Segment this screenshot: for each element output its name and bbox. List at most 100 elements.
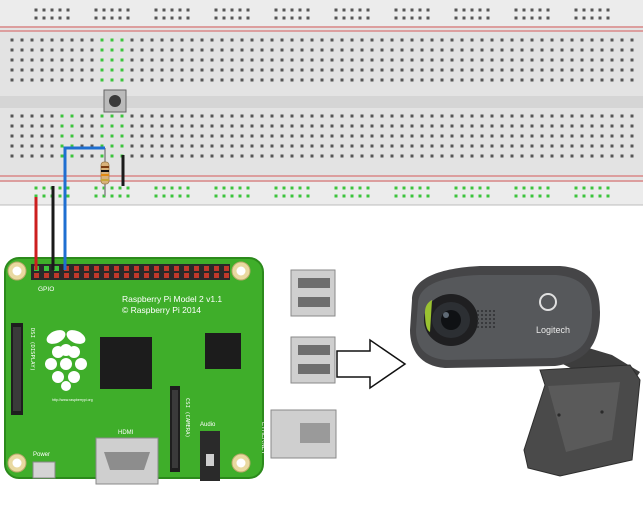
breadboard-hole xyxy=(370,124,374,128)
power-port xyxy=(32,461,56,479)
mic-hole xyxy=(485,314,487,316)
breadboard-hole xyxy=(170,134,174,138)
mic-hole xyxy=(481,314,483,316)
breadboard-hole xyxy=(10,58,14,62)
breadboard-hole xyxy=(110,114,114,118)
logo-berry xyxy=(45,358,57,370)
breadboard-hole xyxy=(320,154,324,158)
breadboard-hole xyxy=(582,186,586,190)
breadboard-hole xyxy=(540,48,544,52)
mic-hole xyxy=(489,310,491,312)
breadboard-hole xyxy=(390,78,394,82)
breadboard-hole xyxy=(606,186,610,190)
breadboard-hole xyxy=(580,124,584,128)
breadboard-hole xyxy=(330,124,334,128)
breadboard-hole xyxy=(462,194,466,198)
breadboard-hole xyxy=(90,48,94,52)
breadboard-hole xyxy=(590,124,594,128)
breadboard-hole xyxy=(210,68,214,72)
breadboard-hole xyxy=(598,194,602,198)
breadboard-hole xyxy=(94,8,98,12)
breadboard-hole xyxy=(240,58,244,62)
breadboard-hole xyxy=(590,194,594,198)
breadboard-hole xyxy=(574,16,578,20)
breadboard-hole xyxy=(478,194,482,198)
gpio-pin xyxy=(204,266,209,271)
breadboard-hole xyxy=(240,48,244,52)
breadboard-hole xyxy=(420,78,424,82)
breadboard-hole xyxy=(130,114,134,118)
breadboard-hole xyxy=(390,124,394,128)
breadboard-hole xyxy=(102,194,106,198)
breadboard-hole xyxy=(530,194,534,198)
breadboard-hole xyxy=(186,8,190,12)
resistor-band xyxy=(101,170,109,172)
breadboard-hole xyxy=(270,68,274,72)
breadboard-hole xyxy=(170,68,174,72)
breadboard-hole xyxy=(402,16,406,20)
breadboard-hole xyxy=(450,144,454,148)
breadboard-hole xyxy=(370,114,374,118)
breadboard-hole xyxy=(240,78,244,82)
breadboard-hole xyxy=(160,68,164,72)
breadboard xyxy=(0,0,643,206)
logo-berry xyxy=(68,371,80,383)
raspberry-pi-board: GPIO Raspberry Pi Model 2 v1.1 © Raspber… xyxy=(4,257,337,485)
breadboard-hole xyxy=(270,114,274,118)
breadboard-hole xyxy=(574,194,578,198)
breadboard-hole xyxy=(590,58,594,62)
breadboard-hole xyxy=(500,58,504,62)
breadboard-hole xyxy=(240,154,244,158)
breadboard-hole xyxy=(250,68,254,72)
breadboard-hole xyxy=(282,16,286,20)
breadboard-hole xyxy=(470,48,474,52)
breadboard-hole xyxy=(130,48,134,52)
breadboard-hole xyxy=(360,114,364,118)
breadboard-hole xyxy=(230,58,234,62)
ethernet-label: ETHERNET xyxy=(260,422,266,455)
breadboard-hole xyxy=(580,48,584,52)
breadboard-hole xyxy=(550,78,554,82)
breadboard-hole xyxy=(418,8,422,12)
breadboard-hole xyxy=(366,16,370,20)
mic-hole xyxy=(493,318,495,320)
breadboard-hole xyxy=(90,78,94,82)
hdmi-port-opening xyxy=(104,452,150,470)
breadboard-hole xyxy=(80,154,84,158)
bottom-power-rail xyxy=(0,182,643,205)
breadboard-hole xyxy=(580,134,584,138)
breadboard-hole xyxy=(350,154,354,158)
breadboard-hole xyxy=(360,48,364,52)
breadboard-hole xyxy=(450,68,454,72)
breadboard-hole xyxy=(50,144,54,148)
breadboard-hole xyxy=(380,38,384,42)
breadboard-hole xyxy=(310,144,314,148)
breadboard-hole xyxy=(360,78,364,82)
breadboard-hole xyxy=(530,124,534,128)
breadboard-hole xyxy=(370,48,374,52)
breadboard-hole xyxy=(630,134,634,138)
breadboard-hole xyxy=(370,58,374,62)
breadboard-hole xyxy=(410,8,414,12)
breadboard-hole xyxy=(320,38,324,42)
breadboard-hole xyxy=(290,134,294,138)
breadboard-hole xyxy=(400,144,404,148)
breadboard-hole xyxy=(70,124,74,128)
breadboard-hole xyxy=(590,154,594,158)
breadboard-hole xyxy=(126,16,130,20)
push-button-cap xyxy=(109,95,121,107)
breadboard-hole xyxy=(500,68,504,72)
breadboard-hole xyxy=(490,154,494,158)
breadboard-hole xyxy=(90,154,94,158)
breadboard-hole xyxy=(10,68,14,72)
breadboard-hole xyxy=(358,194,362,198)
breadboard-hole xyxy=(540,154,544,158)
breadboard-hole xyxy=(310,68,314,72)
breadboard-hole xyxy=(100,134,104,138)
breadboard-hole xyxy=(10,134,14,138)
breadboard-hole xyxy=(150,124,154,128)
breadboard-hole xyxy=(150,68,154,72)
logo-berry xyxy=(52,371,64,383)
breadboard-hole xyxy=(330,38,334,42)
gpio-pin xyxy=(184,273,189,278)
